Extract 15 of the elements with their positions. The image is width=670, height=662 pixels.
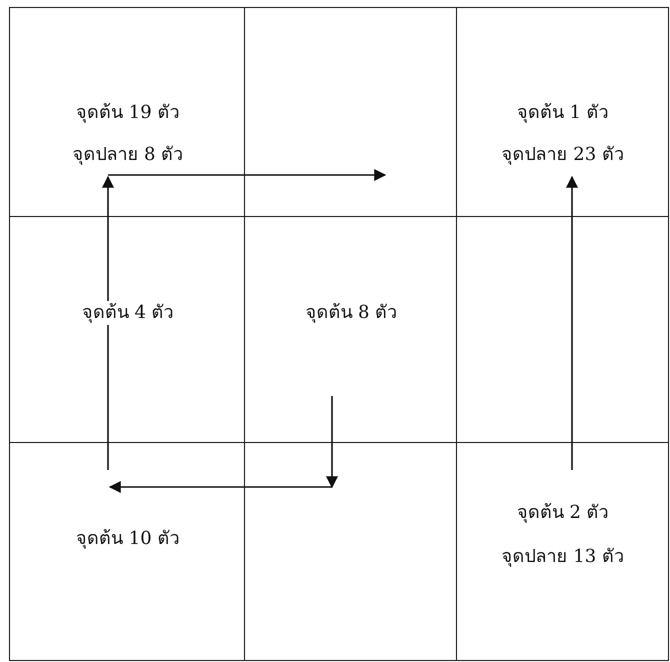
cell-label: จุดต้น 10 ตัว [74, 527, 182, 551]
arrow [566, 176, 578, 443]
grid-cell [9, 7, 246, 218]
grid-cell [456, 7, 669, 218]
grid-cell [244, 216, 458, 444]
cell-label: จุดปลาย 13 ตัว [500, 545, 626, 569]
arrow [102, 176, 114, 217]
arrow [326, 396, 338, 488]
arrow [108, 169, 386, 181]
grid-cell [9, 216, 246, 444]
cell-label: จุดต้น 19 ตัว [74, 101, 182, 125]
arrow [108, 481, 332, 493]
cell-label: จุดปลาย 23 ตัว [500, 143, 626, 167]
grid-cell [456, 442, 669, 661]
grid-cell [9, 442, 246, 661]
